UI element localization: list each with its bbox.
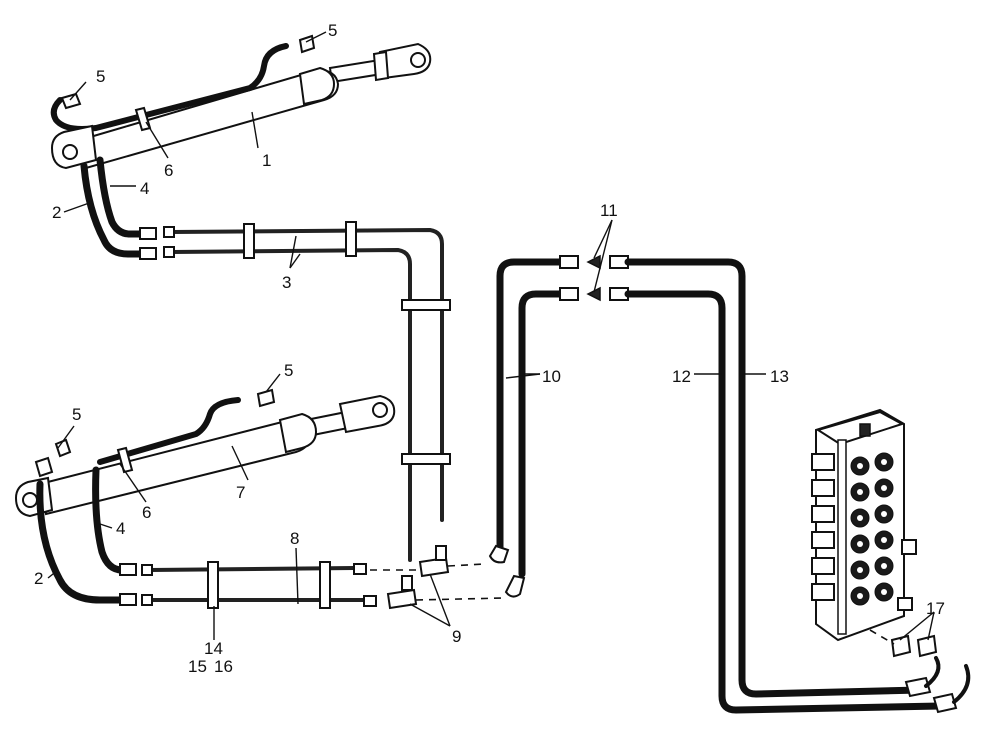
hoses-12-13 — [609, 255, 971, 714]
callout-5-lower-right: 5 — [284, 361, 293, 380]
hose-2-upper — [80, 162, 154, 258]
callout-3: 3 — [282, 273, 291, 292]
callout-1: 1 — [262, 151, 271, 170]
callout-5-lower-left: 5 — [72, 405, 81, 424]
upper-cylinder — [50, 42, 432, 170]
callout-5-upper-right: 5 — [328, 21, 337, 40]
callout-4-lower: 4 — [116, 519, 125, 538]
callout-2-upper: 2 — [52, 203, 61, 222]
callout-labels: 1 6 4 2 5 5 3 7 6 4 2 5 5 8 14 15 16 9 1… — [34, 21, 945, 676]
callout-4-upper: 4 — [140, 179, 149, 198]
hoses-10 — [488, 255, 579, 598]
tubes-3 — [163, 221, 451, 562]
valve-port-hole — [857, 567, 863, 573]
valve-spool-end — [811, 557, 835, 575]
callout-2-lower: 2 — [34, 569, 43, 588]
valve-port-hole — [881, 563, 887, 569]
callout-14: 14 — [204, 639, 223, 658]
control-valve — [811, 408, 917, 642]
valve-port-hole — [857, 593, 863, 599]
valve-spool-end — [811, 531, 835, 549]
valve-port-hole — [881, 485, 887, 491]
valve-port-hole — [857, 515, 863, 521]
hose-4-lower — [92, 466, 132, 574]
callout-9: 9 — [452, 627, 461, 646]
callout-5-upper-left: 5 — [96, 67, 105, 86]
valve-spool-end — [811, 453, 835, 471]
valve-spool-end — [811, 505, 835, 523]
hose-4-upper — [96, 156, 154, 238]
valve-spool-end — [811, 583, 835, 601]
callout-6-lower: 6 — [142, 503, 151, 522]
callout-7: 7 — [236, 483, 245, 502]
adapters-17 — [869, 629, 938, 658]
valve-port-hole — [857, 489, 863, 495]
valve-port-hole — [857, 463, 863, 469]
callout-13: 13 — [770, 367, 789, 386]
lower-cylinder — [14, 394, 396, 518]
valve-port-hole — [881, 589, 887, 595]
callout-17: 17 — [926, 599, 945, 618]
callout-8: 8 — [290, 529, 299, 548]
valve-port-hole — [881, 459, 887, 465]
leader-lines — [47, 31, 935, 641]
callout-11: 11 — [600, 201, 618, 220]
tee-fittings-9 — [386, 545, 450, 610]
hose-2-lower — [36, 480, 132, 604]
callout-16: 16 — [214, 657, 233, 676]
valve-port-hole — [881, 537, 887, 543]
valve-port-hole — [857, 541, 863, 547]
callout-12: 12 — [672, 367, 691, 386]
valve-port-hole — [881, 511, 887, 517]
valve-spool-end — [811, 479, 835, 497]
callout-15: 15 — [188, 657, 207, 676]
tubes-8 — [141, 561, 377, 609]
callout-6-upper: 6 — [164, 161, 173, 180]
callout-10: 10 — [542, 367, 561, 386]
